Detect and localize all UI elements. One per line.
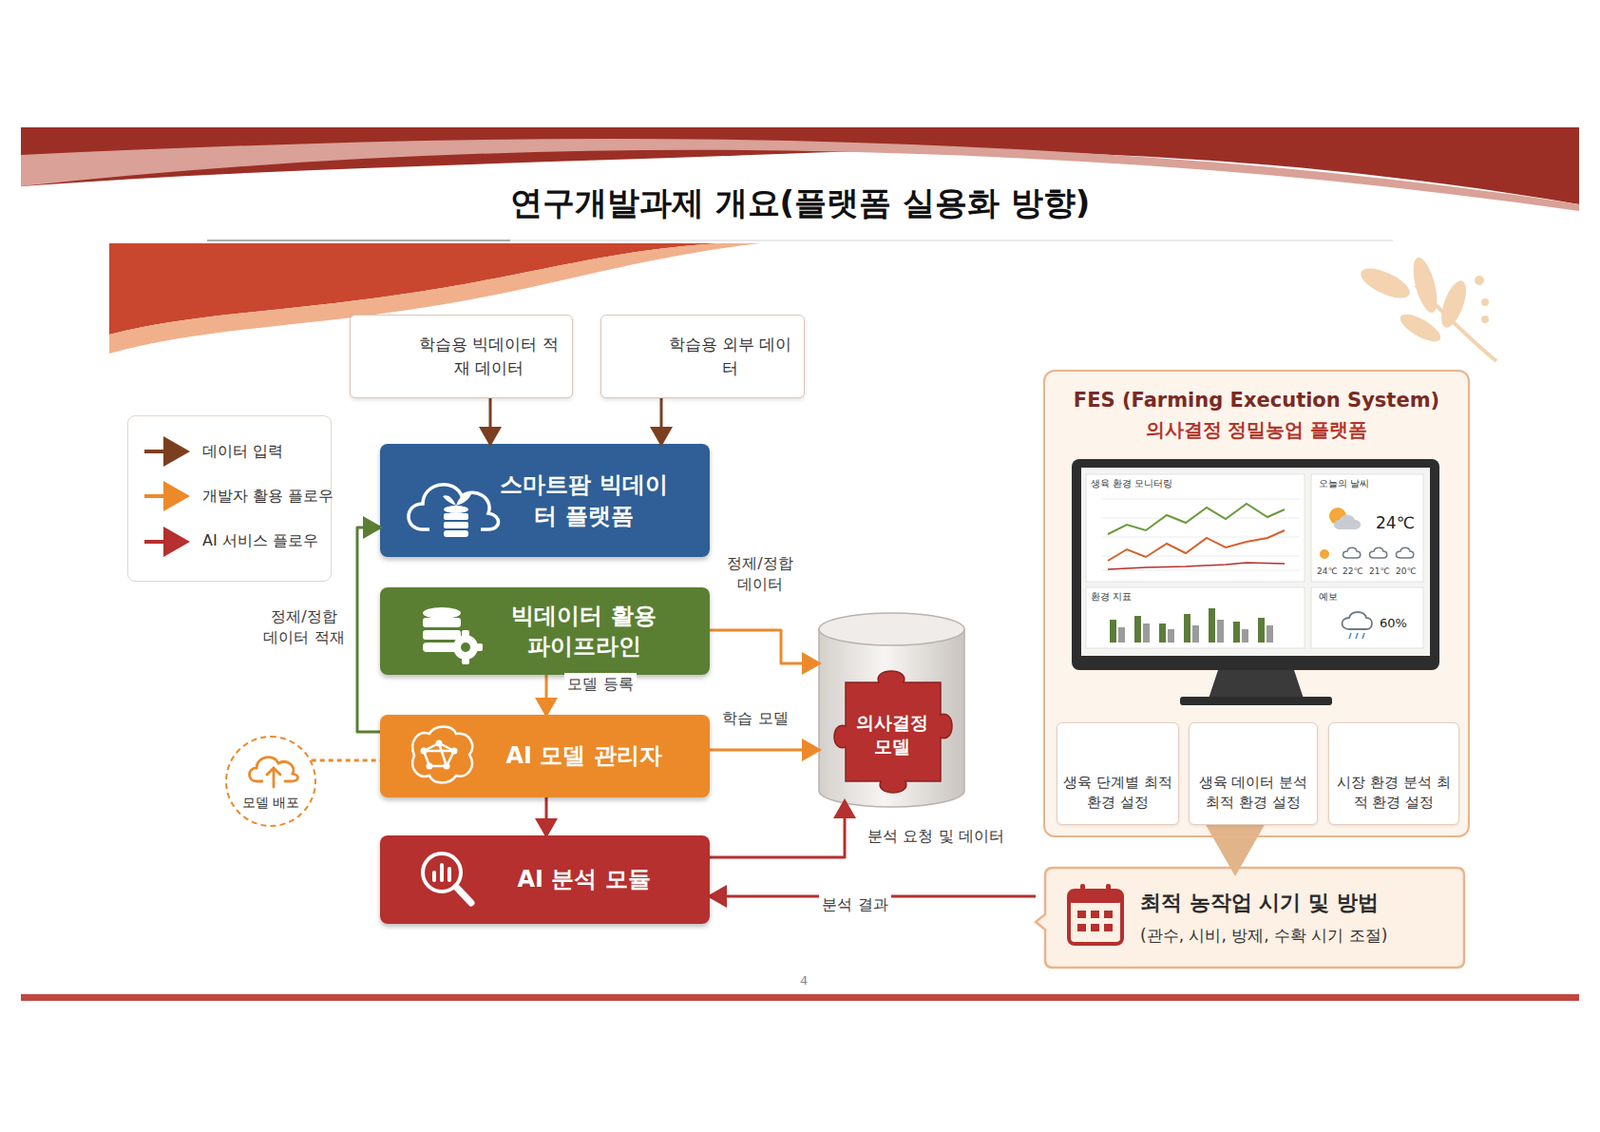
node-text: 시장 환경 분석 최적 환경 설정 [1336,772,1451,813]
connector [489,398,493,444]
deploy-circle: 모델 배포 [225,735,317,827]
feature-box: 생육 데이터 분석 최적 환경 설정 [1188,722,1318,825]
box-fill [380,587,710,675]
node-text: 의사결정 정밀농업 플랫폼 [1145,417,1369,443]
connector [545,797,549,836]
legend-text: 개발자 활용 플로우 [202,486,334,507]
neural-net-icon [412,726,473,783]
page-title: 연구개발과제 개요(플랫폼 실용화 방향) [0,183,1600,223]
legend-arrow [144,449,187,454]
node-text: 최적 농작업 시기 및 방법 [1140,888,1379,917]
decision-cylinder: 의사결정 모델 [819,612,965,807]
box-fill [380,443,710,557]
screen-label: 24℃ [1316,566,1338,577]
feature-box: 시장 환경 분석 최적 환경 설정 [1328,722,1460,825]
node-text: (관수, 시비, 방제, 수확 시기 조절) [1140,924,1389,947]
connector [1231,837,1240,868]
source-box: 학습용 외부 데이터 [600,314,805,399]
calendar-icon [1068,883,1123,944]
db-gear-icon [422,607,483,665]
title-rule [207,239,511,242]
source-box: 학습용 빅데이터 적재 데이터 [349,314,573,399]
cloud-db-icon [408,484,499,530]
box-fill [380,714,710,798]
magnifier-icon [422,853,472,903]
node-text: 스마트팜 빅데이터 플랫폼 [498,469,670,532]
connector [660,398,664,444]
node-text: AI 분석 모듈 [516,863,650,895]
leaf-ornament [1356,254,1497,362]
manager-box: AI 모델 관리자 [380,714,710,798]
feature-box: 생육 단계별 최적 환경 설정 [1056,722,1180,825]
screen-label: 예보 [1318,590,1338,603]
screen-label: 오늘의 날씨 [1318,477,1370,490]
screen-label: 24℃ [1375,513,1415,533]
result-bubble: 최적 농작업 시기 및 방법 (관수, 시비, 방제, 수확 시기 조절) [1045,867,1465,968]
screen-label: 21℃ [1369,566,1391,577]
platform-panel: FES (Farming Execution System) 의사결정 정밀농업 … [1043,369,1470,838]
screen-label: 60% [1379,615,1408,631]
node-text: 학습용 외부 데이터 [668,332,793,380]
edge-label: 모델 등록 [564,672,636,696]
module-box: AI 분석 모듈 [380,835,710,924]
legend-box: 데이터 입력개발자 활용 플로우 AI 서비스 플로우 [127,415,332,582]
legend-arrow [144,539,187,544]
edge-label: 분석 결과 [819,893,891,916]
legend-text: AI 서비스 플로우 [202,531,319,552]
screen-label: 생육 환경 모니터링 [1090,477,1173,490]
box-fill [380,835,710,924]
node-text: AI 모델 관리자 [505,740,662,771]
edge-label: 정제/정합 데이터 [719,552,801,595]
node-text: 빅데이터 활용 파이프라인 [498,600,670,663]
node-text: 학습용 빅데이터 적재 데이터 [418,332,561,380]
connector [357,527,381,732]
screen-label: 22℃ [1342,566,1364,577]
connector [709,748,820,752]
legend-arrow [144,494,187,498]
bubble-fill [1035,867,1465,968]
edge-label: 학습 모델 [719,706,791,730]
node-text: 의사결정 모델 [854,710,931,758]
screen-label: 4 [800,972,808,989]
pipeline-box: 빅데이터 활용 파이프라인 [380,587,710,675]
footer-bar [20,993,1580,1001]
connector [709,629,820,664]
connector [545,674,549,715]
cloud-db-icon [442,493,472,537]
cloud-upload-icon [249,757,299,787]
cylinder [819,612,965,807]
legend-text: 데이터 입력 [202,441,284,462]
screen-label: 환경 지표 [1090,590,1132,603]
edge-label: 분석 요청 및 데이터 [864,824,1007,848]
node-text: FES (Farming Execution System) [1073,388,1440,412]
node-text: 생육 데이터 분석 최적 환경 설정 [1196,772,1311,813]
puzzle-piece [834,670,953,793]
screen-label: 20℃ [1395,566,1417,577]
edge-label: 정제/정합 데이터 적재 [258,605,350,648]
connector [709,800,845,858]
connector [311,759,381,762]
node-text: 생육 단계별 최적 환경 설정 [1061,772,1175,813]
monitor [1071,458,1440,705]
node-text: 모델 배포 [242,794,300,812]
panel-fill [1043,369,1470,838]
title-rule [207,239,1393,242]
neural-net-icon [420,740,458,770]
platform-box: 스마트팜 빅데이터 플랫폼 [380,443,710,557]
